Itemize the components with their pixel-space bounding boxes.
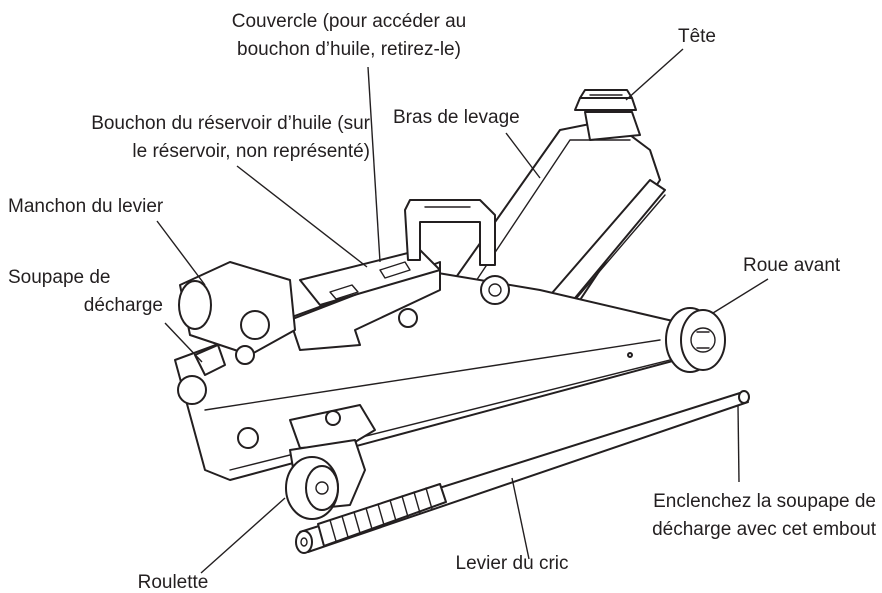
label-handle-sleeve: Manchon du levier	[8, 196, 164, 217]
label-lift-arm: Bras de levage	[393, 107, 520, 128]
label-release-valve-line2: décharge	[84, 295, 163, 316]
label-jack-handle: Levier du cric	[456, 553, 569, 574]
caster-drawing	[285, 439, 366, 520]
jack-handle-drawing	[295, 390, 750, 554]
label-oil-plug-line1: Bouchon du réservoir d’huile (sur	[91, 113, 370, 134]
label-release-valve-line1: Soupape de	[8, 267, 111, 288]
label-caster: Roulette	[138, 572, 209, 593]
label-head: Tête	[678, 26, 716, 47]
label-cover-line2: bouchon d’huile, retirez-le)	[237, 39, 461, 60]
label-handle-tip-line2: décharge avec cet embout	[652, 519, 877, 540]
label-oil-plug-line2: le réservoir, non représenté)	[132, 141, 370, 162]
front-wheel-drawing	[665, 307, 726, 373]
label-cover-line1: Couvercle (pour accéder au	[232, 11, 466, 32]
leader-lines	[156, 48, 769, 574]
label-handle-tip-line1: Enclenchez la soupape de	[653, 491, 876, 512]
label-front-wheel: Roue avant	[743, 255, 841, 276]
